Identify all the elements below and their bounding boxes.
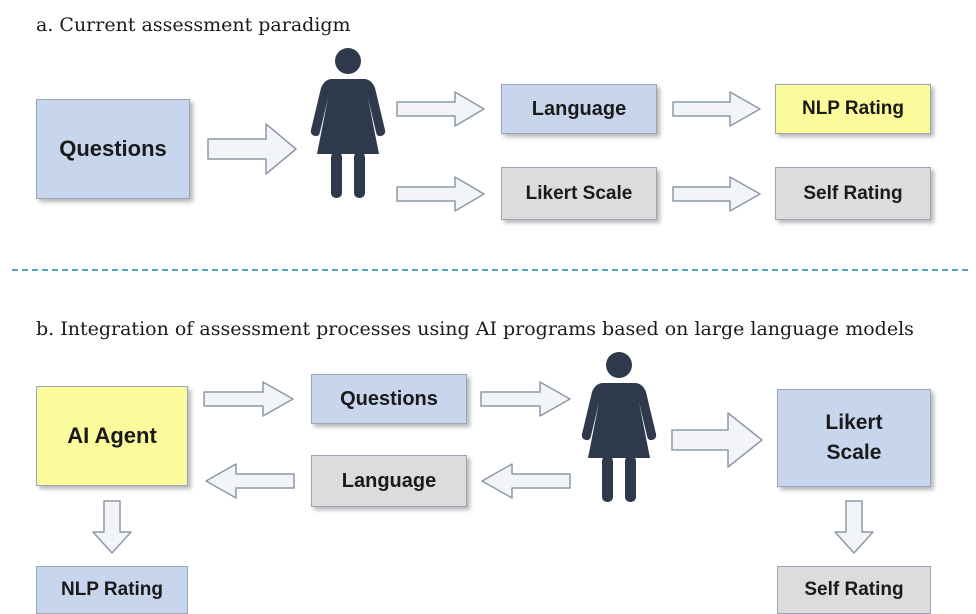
b-likert-line2: Scale xyxy=(826,441,882,464)
arrow-agent-to-nlp xyxy=(92,500,132,554)
panel-b-caption: b. Integration of assessment processes u… xyxy=(36,318,914,340)
a-questions-box: Questions xyxy=(36,99,190,199)
arrow-questions-to-person-b xyxy=(480,381,571,417)
section-divider xyxy=(12,269,968,271)
arrow-likert-to-self xyxy=(672,176,761,212)
arrow-person-to-language-b xyxy=(481,463,571,499)
b-language-box: Language xyxy=(311,455,467,507)
b-ai-agent-box: AI Agent xyxy=(36,386,188,486)
panel-a-caption: a. Current assessment paradigm xyxy=(36,14,351,36)
a-language-box: Language xyxy=(501,84,657,134)
person-icon-a xyxy=(310,48,386,198)
b-likert-scale-box: Likert Scale xyxy=(777,389,931,487)
b-likert-line1: Likert xyxy=(825,411,883,434)
arrow-questions-to-person xyxy=(207,123,297,175)
arrow-agent-to-questions xyxy=(203,381,294,417)
b-self-rating-box: Self Rating xyxy=(777,566,931,614)
b-nlp-rating-box: NLP Rating xyxy=(36,566,188,614)
arrow-person-to-likert-b xyxy=(671,412,763,468)
arrow-language-to-agent xyxy=(205,463,295,499)
arrow-language-to-nlp xyxy=(672,91,761,127)
a-self-rating-box: Self Rating xyxy=(775,167,931,220)
b-questions-box: Questions xyxy=(311,374,467,424)
arrow-likert-to-self-b xyxy=(834,500,874,554)
person-icon-b xyxy=(581,352,657,502)
a-nlp-rating-box: NLP Rating xyxy=(775,84,931,134)
arrow-person-to-likert xyxy=(396,176,485,212)
a-likert-scale-box: Likert Scale xyxy=(501,167,657,220)
arrow-person-to-language xyxy=(396,91,485,127)
